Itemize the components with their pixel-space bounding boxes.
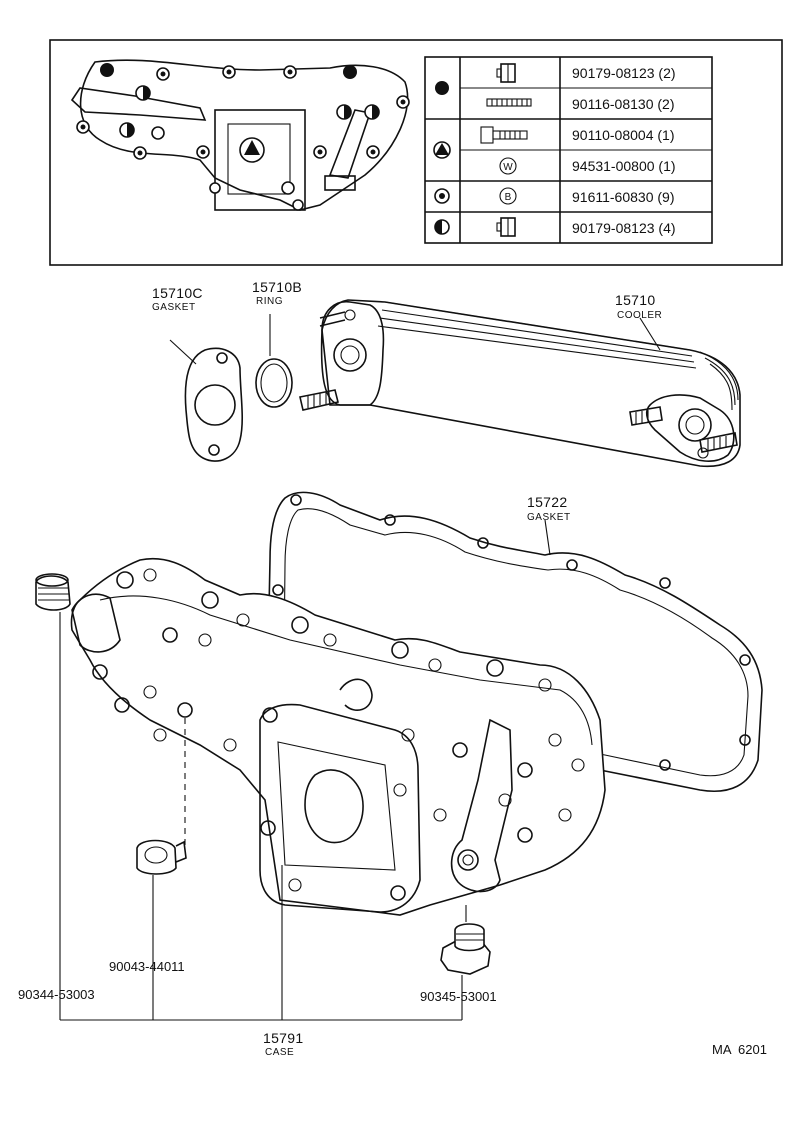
svg-text:B: B xyxy=(505,192,512,203)
stud-icon xyxy=(486,98,532,107)
bolt-b-icon: B xyxy=(499,187,517,205)
diagram-reference-code: MA 6201 xyxy=(712,1042,767,1057)
plug-90345-53001 xyxy=(440,905,491,975)
part-number-15791: 15791 xyxy=(263,1030,303,1046)
part-number-90043-44011: 90043-44011 xyxy=(109,959,185,974)
legend-part-number: 90179-08123 (4) xyxy=(572,220,676,236)
part-name-gasket: GASKET xyxy=(152,302,196,313)
legend-part-number: 90110-08004 (1) xyxy=(572,127,674,143)
dot-circle-icon xyxy=(434,188,450,204)
legend-part-number: 90116-08130 (2) xyxy=(572,96,674,112)
part-name-case: CASE xyxy=(265,1047,294,1058)
part-name-ring: RING xyxy=(256,296,283,307)
plug-90344-53003 xyxy=(35,573,71,611)
inset-frame xyxy=(49,39,783,266)
part-number-90345-53001: 90345-53001 xyxy=(420,989,497,1004)
case-bolt-holes xyxy=(92,568,585,901)
filled-circle-icon xyxy=(435,81,449,95)
part-number-15710c: 15710C xyxy=(152,285,203,301)
case-15791 xyxy=(70,557,606,916)
part-name-gasket: GASKET xyxy=(527,512,571,523)
bolt-icon xyxy=(480,126,528,144)
nut-icon xyxy=(496,63,516,83)
svg-text:W: W xyxy=(503,162,513,173)
legend-part-number: 94531-00800 (1) xyxy=(572,158,676,174)
part-number-15710: 15710 xyxy=(615,292,655,308)
washer-w-icon: W xyxy=(499,157,517,175)
part-number-15710b: 15710B xyxy=(252,279,302,295)
part-name-cooler: COOLER xyxy=(617,310,662,321)
gasket-15710c xyxy=(184,347,244,462)
triangle-circle-icon xyxy=(433,141,451,159)
legend-table: W B 90179-08123 (2) 90116-08130 (2) 9011… xyxy=(424,56,713,244)
part-number-15722: 15722 xyxy=(527,494,567,510)
cooler-15710 xyxy=(299,299,741,468)
legend-part-number: 91611-60830 (9) xyxy=(572,189,674,205)
part-number-90344-53003: 90344-53003 xyxy=(18,987,95,1002)
plug-90043-44011 xyxy=(136,839,187,875)
ring-15710b xyxy=(255,358,293,408)
legend-part-number: 90179-08123 (2) xyxy=(572,65,676,81)
nut-icon xyxy=(496,217,516,237)
inset-bolt-markers xyxy=(76,63,410,211)
inset-case-view xyxy=(70,59,410,211)
half-circle-icon xyxy=(434,219,450,235)
